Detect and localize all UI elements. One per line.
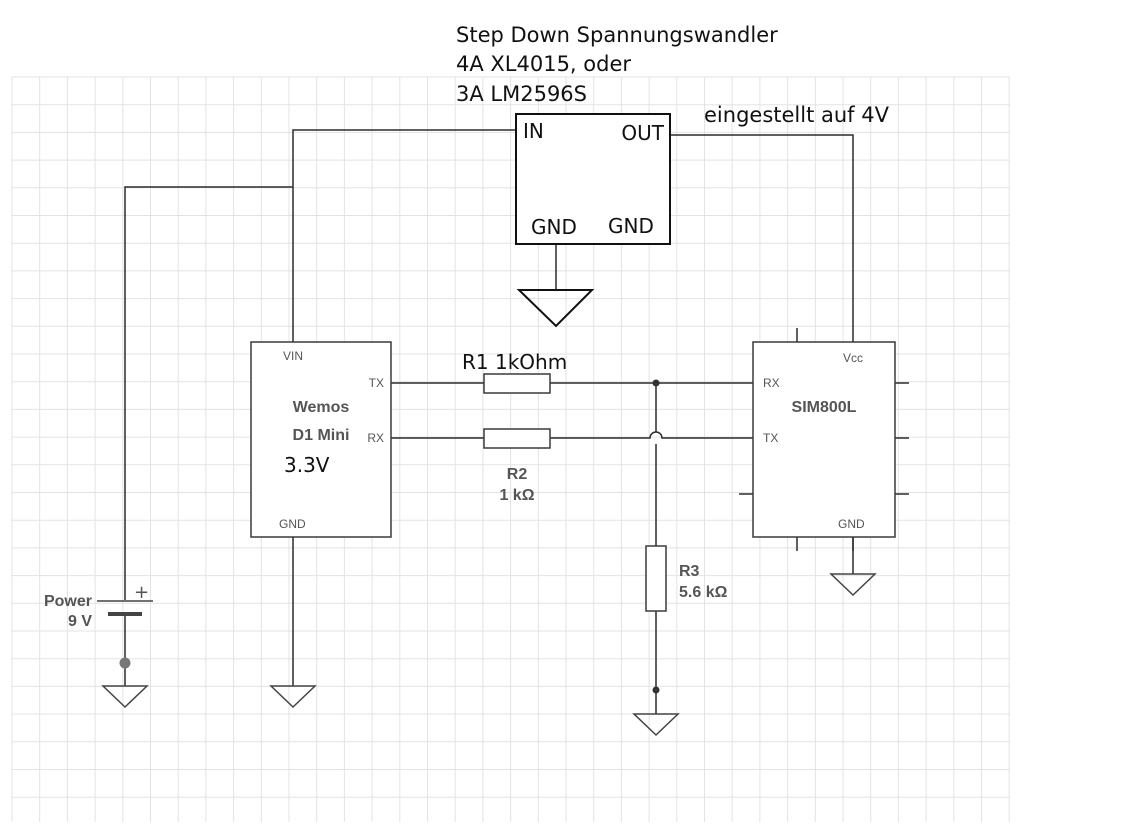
sim-pin-rx: RX bbox=[763, 376, 780, 390]
power-label: Power bbox=[44, 593, 92, 610]
wemos-pin-tx: TX bbox=[369, 376, 384, 390]
sim800l-module: Vcc RX TX GND SIM800L bbox=[739, 328, 909, 551]
wires bbox=[119, 129, 854, 714]
regulator-title-line2: 4A XL4015, oder bbox=[456, 52, 631, 76]
sim-pin-gnd: GND bbox=[838, 517, 865, 531]
battery-ground-symbol bbox=[101, 685, 149, 709]
sim-pin-stubs bbox=[739, 328, 909, 551]
reg-pin-gnd-right: GND bbox=[608, 214, 654, 238]
battery-plus: + bbox=[134, 582, 149, 603]
wemos-d1-mini: VIN TX RX GND Wemos D1 Mini 3.3V bbox=[250, 341, 392, 538]
sim-pin-vcc: Vcc bbox=[843, 351, 863, 365]
r2-name: R2 bbox=[507, 466, 528, 483]
wemos-ground-symbol bbox=[269, 685, 317, 709]
r3-value: 5.6 kΩ bbox=[679, 584, 728, 601]
battery-9v: + bbox=[97, 582, 153, 616]
r3-name: R3 bbox=[679, 563, 700, 580]
wemos-pin-vin: VIN bbox=[283, 349, 303, 363]
r1-label: R1 1kOhm bbox=[462, 350, 567, 374]
divider-ground-symbol bbox=[632, 713, 680, 737]
resistor-r3 bbox=[645, 545, 667, 612]
junction-dot-gnd bbox=[652, 686, 660, 694]
regulator-setting: eingestellt auf 4V bbox=[704, 103, 890, 127]
regulator-ground-symbol bbox=[516, 289, 595, 328]
reg-pin-in: IN bbox=[523, 119, 544, 143]
wire-reg-in-to-wemos-vin bbox=[292, 129, 516, 342]
power-voltage: 9 V bbox=[68, 613, 92, 630]
wemos-pin-rx: RX bbox=[367, 431, 384, 445]
junction-dot-rx bbox=[652, 379, 660, 387]
regulator-title-line3: 3A LM2596S bbox=[456, 82, 587, 106]
wemos-name-line1: Wemos bbox=[293, 399, 350, 416]
wemos-pin-gnd: GND bbox=[279, 517, 306, 531]
wire-battery-to-vin bbox=[124, 186, 293, 600]
regulator-title-line1: Step Down Spannungswandler bbox=[456, 23, 778, 47]
r2-value: 1 kΩ bbox=[499, 487, 534, 504]
wire-reg-out-to-sim-vcc bbox=[670, 134, 854, 342]
sim-name: SIM800L bbox=[792, 399, 857, 416]
wemos-name-line2: D1 Mini bbox=[293, 427, 350, 444]
sim-ground-symbol bbox=[829, 573, 877, 597]
resistor-r1 bbox=[483, 373, 551, 394]
wemos-voltage: 3.3V bbox=[284, 453, 330, 477]
reg-pin-out: OUT bbox=[621, 121, 664, 145]
resistor-r2 bbox=[483, 428, 551, 449]
reg-pin-gnd-left: GND bbox=[531, 215, 577, 239]
sim-pin-tx: TX bbox=[763, 431, 778, 445]
battery-terminal-dot bbox=[119, 657, 131, 669]
step-down-regulator: IN OUT GND GND bbox=[515, 113, 671, 245]
